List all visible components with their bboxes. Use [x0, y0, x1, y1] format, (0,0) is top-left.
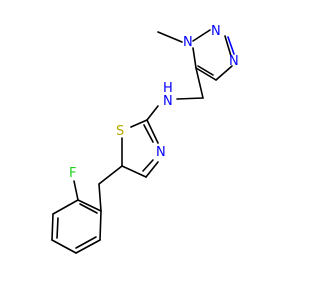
atom-nh-n: N: [163, 94, 173, 109]
bond-c4-n3: [145, 161, 159, 178]
bond-n3-c2: [146, 119, 159, 144]
bond-ring-3-double: [56, 217, 59, 239]
bond-ring-4: [51, 239, 77, 254]
bond-ch2-nh: [176, 97, 204, 100]
bond-ring-3: [51, 213, 54, 241]
bond-c4-c5: [195, 67, 217, 81]
atom-n-triazole-3: N: [229, 54, 239, 69]
bond-ring-5: [75, 239, 101, 254]
bond-c4-n3-double: [142, 159, 154, 172]
atom-s: S: [116, 124, 124, 139]
bond-n2-n3-double: [227, 36, 235, 55]
bond-nh-c2: [146, 105, 159, 121]
atom-labels: F S N H N N N N: [69, 24, 239, 181]
bond-n1-n2: [192, 29, 211, 42]
atom-n-thiazole: N: [156, 145, 166, 160]
atom-nh-h: H: [163, 81, 173, 96]
bond-c2-s: [130, 119, 148, 128]
atom-n-triazole-1: N: [183, 35, 193, 50]
bond-ch2b-ring: [98, 183, 102, 212]
bond-methyl: [157, 31, 183, 43]
bond-c5-ch2: [195, 67, 204, 99]
bond-c5-ch2b: [98, 165, 123, 185]
bond-ring-1: [77, 199, 102, 212]
bond-ring-6: [99, 210, 102, 241]
bond-n3-c2-double: [143, 124, 154, 143]
atom-f: F: [69, 166, 76, 181]
bond-ring-5-double: [75, 236, 97, 249]
bond-ring-1-double: [79, 203, 98, 214]
bond-n3-c4: [215, 65, 233, 81]
bonds-group: [51, 29, 235, 254]
bond-ring-f: [73, 180, 79, 201]
molecule-diagram: F S N H N N N N: [51, 24, 239, 254]
chemical-structure-canvas: F S N H N N N N: [51, 24, 239, 254]
bond-c5-n1: [192, 47, 197, 69]
atom-n-triazole-2: N: [211, 24, 221, 39]
bond-c4-c5-double: [197, 65, 214, 76]
bond-n2-n3: [224, 35, 232, 57]
bond-ring-2: [52, 199, 79, 215]
bond-c5-c4: [121, 165, 147, 178]
